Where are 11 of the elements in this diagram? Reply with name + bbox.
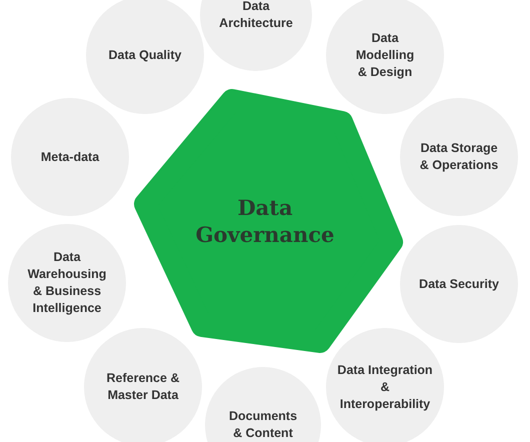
topic-label: Data Security — [418, 276, 500, 292]
topic-label: Data Integration & Interoperability — [337, 362, 433, 412]
topic-label: Data Storage & Operations — [418, 140, 500, 174]
topic-label: Data Modelling & Design — [354, 30, 416, 80]
title-text: Data Governance — [195, 194, 335, 248]
topic-label: Documents & Content — [228, 408, 298, 442]
topic-label: Data Warehousing & Business Intelligence — [26, 249, 108, 317]
topic-label: Meta-data — [40, 148, 100, 166]
topic-label: Reference & Master Data — [106, 370, 180, 404]
topic-label: Data Architecture — [218, 0, 294, 32]
topic-label: Data Quality — [108, 46, 182, 64]
